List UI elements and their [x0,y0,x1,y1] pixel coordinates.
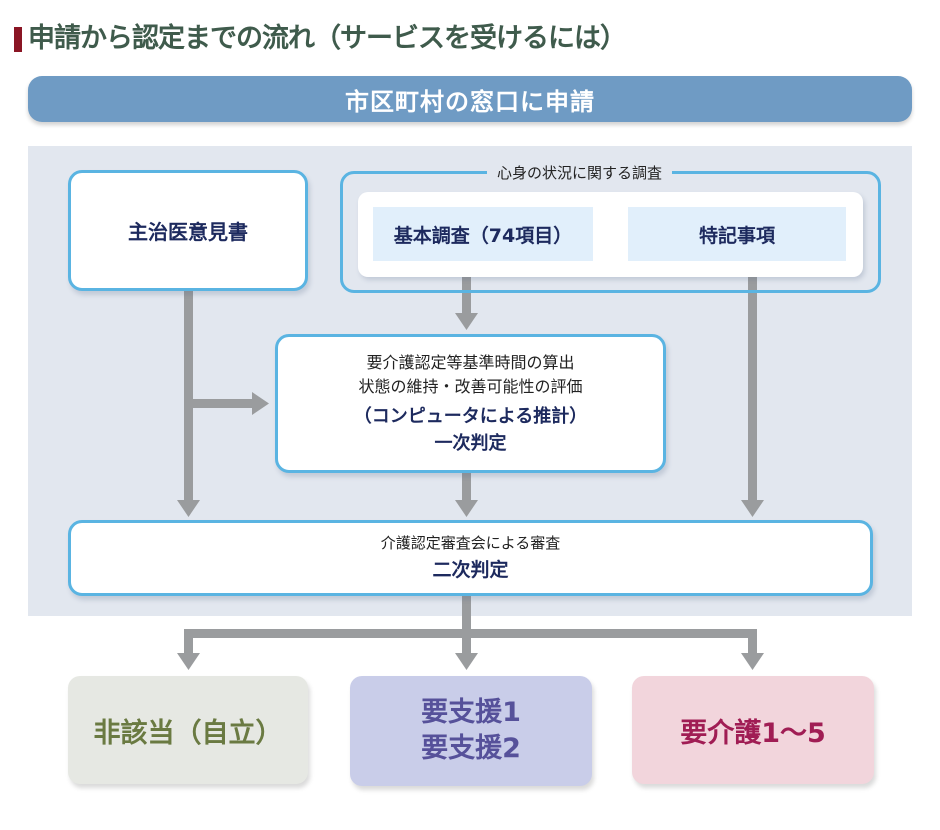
result-support-2-label: 要支援2 [421,733,521,764]
primary-judgment-line3: （コンピュータによる推計） [353,405,588,427]
arrow-notes-head [741,500,764,517]
arrow-result-left-line [184,629,193,654]
arrow-doctor-to-primary-head [252,392,269,415]
doctor-opinion-box: 主治医意見書 [68,170,308,291]
basic-survey-label: 基本調査（74項目） [393,224,573,247]
result-support-needed: 要支援1 要支援2 [350,676,592,786]
arrow-basic-line [462,277,471,314]
secondary-judgment-line1: 介護認定審査会による審査 [380,534,561,552]
result-not-applicable: 非該当（自立） [68,676,308,784]
application-banner-label: 市区町村の窓口に申請 [345,87,595,116]
result-support-1-label: 要支援1 [421,697,521,728]
doctor-opinion-label: 主治医意見書 [128,220,248,244]
result-care-needed: 要介護1～5 [632,676,874,784]
survey-group-label: 心身の状況に関する調査 [487,160,673,186]
arrow-secondary-stem [462,596,471,638]
arrow-doctor-line [184,291,193,501]
result-not-applicable-label: 非該当（自立） [93,717,283,749]
arrow-primary-head [455,500,478,517]
arrow-result-left-head [177,653,200,670]
primary-judgment-line1: 要介護認定等基準時間の算出 [366,352,575,372]
secondary-judgment-box: 介護認定審査会による審査 二次判定 [68,520,873,596]
arrow-result-right-head [741,653,764,670]
secondary-judgment-title: 二次判定 [432,559,509,581]
special-notes-label: 特記事項 [698,224,775,247]
result-care-label: 要介護1～5 [680,717,826,749]
arrow-primary-line [462,473,471,501]
primary-judgment-line2: 状態の維持・改善可能性の評価 [358,376,583,396]
arrow-result-mid-line [462,629,471,654]
arrow-basic-head [455,313,478,330]
special-notes-cell: 特記事項 [628,207,846,261]
arrow-result-mid-head [455,653,478,670]
arrow-notes-line [748,277,757,501]
page-title: 申請から認定までの流れ（サービスを受けるには） [28,23,627,54]
basic-survey-cell: 基本調査（74項目） [373,207,593,261]
primary-judgment-title: 一次判定 [434,432,507,454]
arrow-doctor-head [177,500,200,517]
primary-judgment-box: 要介護認定等基準時間の算出 状態の維持・改善可能性の評価 （コンピュータによる推… [275,334,666,473]
arrow-result-right-line [748,629,757,654]
arrow-doctor-to-primary-line [188,399,253,408]
title-accent-bar [14,27,22,52]
application-banner: 市区町村の窓口に申請 [28,76,912,122]
